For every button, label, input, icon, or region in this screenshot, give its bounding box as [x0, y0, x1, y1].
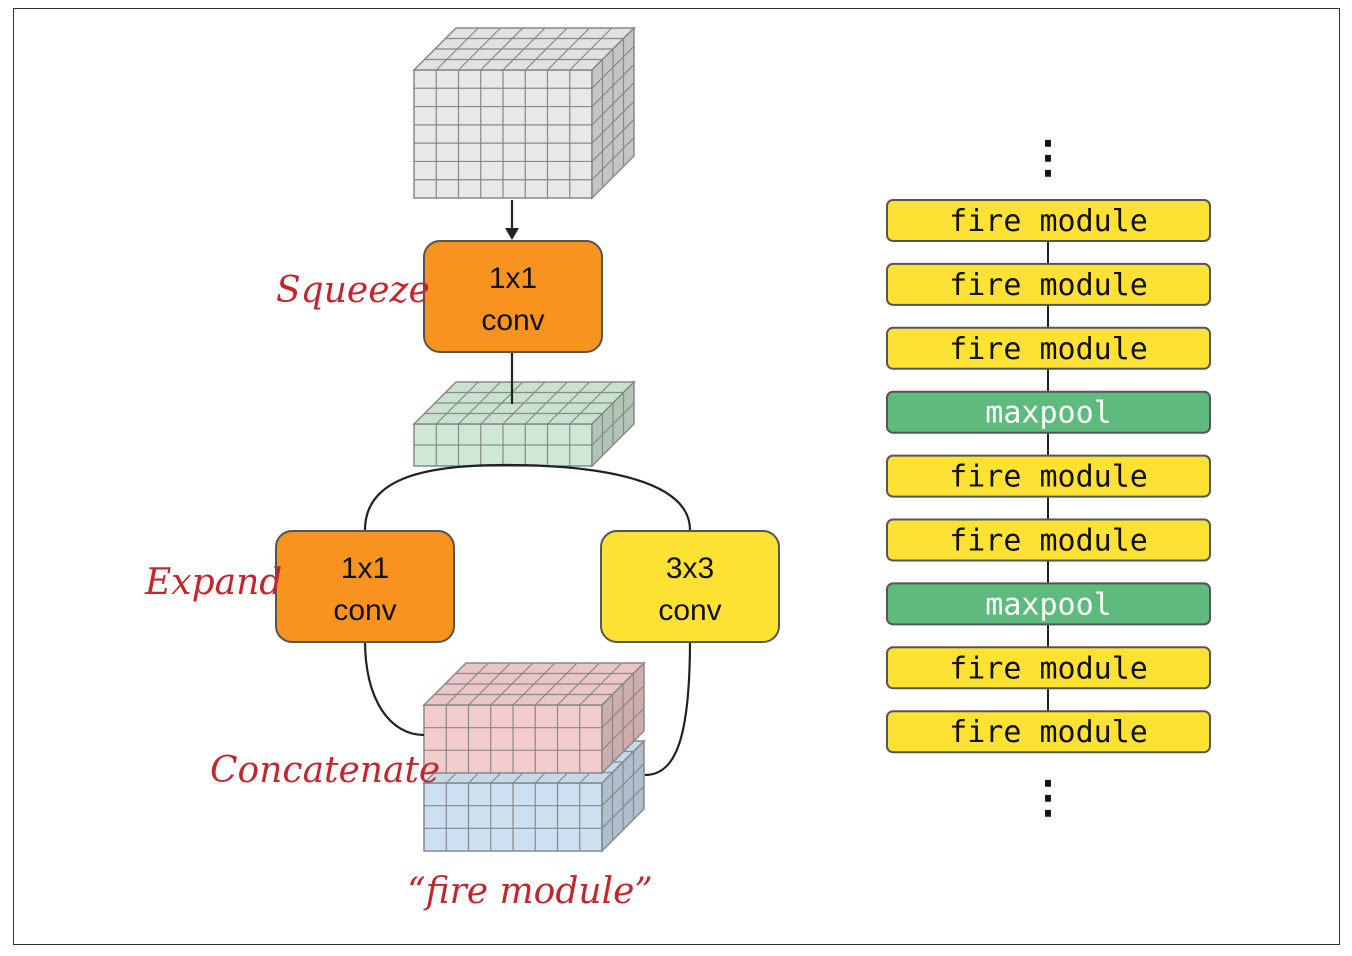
squeeze-label: Squeeze [276, 270, 430, 311]
layer-box [886, 518, 1211, 562]
squeeze-conv-line2: conv [481, 304, 544, 337]
fire-module-layer: fire module [886, 262, 1211, 306]
layer-box [886, 646, 1211, 690]
expand-conv-1x1-block: 1x1 conv [275, 530, 455, 643]
layer-box [886, 262, 1211, 306]
expand-1x1-output-tensor-cuboid [422, 661, 646, 775]
fire-module-caption: “fire module” [407, 871, 653, 912]
fire-module-layer: fire module [886, 326, 1211, 370]
arrowhead-icon [505, 228, 519, 240]
expand-label: Expand [144, 562, 282, 603]
fire-module-layer: fire module [886, 199, 1211, 242]
fire-module-layer: fire module [886, 518, 1211, 562]
layer-label: fire module [949, 268, 1148, 303]
expand-3x3-line2: conv [658, 594, 721, 627]
input-tensor-cuboid [412, 26, 636, 200]
layer-label: maxpool [985, 396, 1111, 431]
layer-box [886, 199, 1211, 242]
layer-box [886, 710, 1211, 754]
expand-1x1-line1: 1x1 [341, 552, 389, 585]
layer-label: fire module [949, 524, 1148, 559]
maxpool-layer: maxpool [886, 582, 1211, 626]
fire-module-layer: fire module [886, 454, 1211, 498]
layer-label: fire module [949, 204, 1148, 239]
layer-box [886, 326, 1211, 370]
expand-1x1-line2: conv [333, 594, 396, 627]
layer-label: fire module [949, 651, 1148, 686]
squeeze-output-tensor-cuboid [412, 380, 636, 468]
concatenate-label: Concatenate [210, 750, 440, 791]
stack-layers: fire module fire module fire module maxpool… [886, 199, 1211, 754]
line-expand-1x1-to-concat [363, 639, 425, 737]
expand-conv-3x3-block: 3x3 conv [600, 530, 780, 643]
squeeze-conv-line1: 1x1 [489, 262, 537, 295]
layer-label: fire module [949, 460, 1148, 495]
layer-label: fire module [949, 715, 1148, 750]
line-tensor-to-expand-3x3 [504, 463, 692, 531]
layer-box [886, 582, 1211, 626]
layer-stack: ⋮ ⋮ fire module fire module fire module max… [886, 132, 1211, 823]
line-expand-3x3-to-concat [644, 639, 692, 777]
squeeze-conv-block: 1x1 conv [423, 240, 603, 353]
line-tensor-to-expand-1x1 [363, 463, 506, 531]
layer-label: maxpool [985, 587, 1111, 622]
layer-box [886, 454, 1211, 498]
ellipsis-top: ⋮ [1026, 132, 1070, 183]
fire-module-layer: fire module [886, 646, 1211, 690]
ellipsis-bottom: ⋮ [1026, 772, 1070, 823]
layer-box [886, 390, 1211, 434]
maxpool-layer: maxpool [886, 390, 1211, 434]
expand-3x3-line1: 3x3 [666, 552, 714, 585]
layer-label: fire module [949, 332, 1148, 367]
connector-lines [363, 200, 692, 777]
fire-module-layer: fire module [886, 710, 1211, 754]
